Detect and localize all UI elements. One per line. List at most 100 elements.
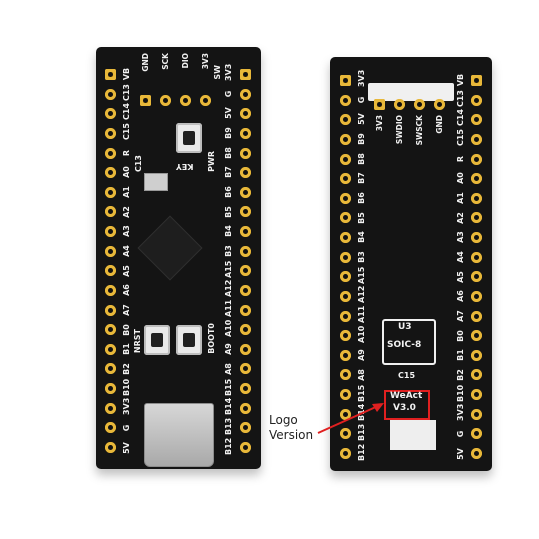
front-left-pin (105, 441, 116, 453)
pin-label: A0 (122, 166, 131, 179)
swd-label: GND (141, 53, 150, 72)
pin-label: A8 (357, 369, 366, 381)
pin-label: A1 (456, 192, 465, 204)
usb-c-connector (144, 403, 214, 467)
swd-label: 3V3 (201, 53, 210, 70)
swd-pin (414, 99, 425, 110)
front-swd-header: GND SCK DIO 3V3 (136, 51, 211, 109)
pin-label: A0 (456, 172, 465, 185)
nrst-label: NRST (133, 329, 142, 354)
pin-label: B13 (224, 417, 233, 436)
version-text: V3.0 (393, 403, 416, 413)
pin-label: B9 (357, 133, 366, 145)
back-right-pin (471, 94, 482, 106)
pin-label: B0 (122, 323, 131, 336)
swd-pin (394, 99, 405, 110)
pin-label: A10 (357, 325, 366, 343)
back-left-pin (340, 232, 351, 243)
pin-label: C15 (122, 123, 131, 141)
pin-label: A3 (122, 225, 131, 238)
front-left-pin (105, 304, 116, 316)
swd-label: SWDIO (395, 115, 404, 145)
front-right-pin (240, 186, 251, 198)
back-right-pin-header (471, 75, 482, 459)
back-left-pin (340, 153, 351, 165)
front-right-pin (240, 284, 251, 296)
back-left-pin (340, 428, 351, 440)
back-right-pin (471, 212, 482, 224)
pin-label: B0 (456, 329, 465, 342)
pin-label: B5 (224, 205, 233, 218)
pin-label: 3V3 (357, 69, 366, 87)
pin-label: A12 (357, 286, 366, 304)
key-label: KEY (176, 162, 194, 171)
back-right-pin (471, 271, 482, 283)
back-left-pin (340, 114, 351, 126)
back-right-pin (471, 330, 482, 342)
back-right-pin (471, 251, 482, 263)
back-right-pin (471, 389, 482, 400)
back-swd-silkscreen-box (368, 83, 454, 101)
front-left-pin (105, 343, 116, 355)
annotation-logo: Logo (269, 413, 298, 427)
pin-label: B8 (224, 146, 233, 159)
swd-label: SCK (161, 53, 170, 70)
pin-label: B15 (357, 384, 366, 402)
back-left-pin (340, 271, 351, 283)
front-left-pin (105, 265, 116, 277)
pin-label: A5 (456, 270, 465, 283)
cap-label: C15 (398, 371, 416, 380)
back-left-pin (340, 290, 351, 302)
front-right-pin (240, 343, 251, 355)
pin-label: B14 (357, 404, 366, 422)
pin-label: B4 (357, 231, 366, 244)
swd-label: DIO (181, 53, 190, 69)
pin-label: B14 (224, 398, 233, 416)
front-right-pin (240, 69, 251, 80)
front-right-pin (240, 363, 251, 375)
pin-label: A7 (122, 304, 131, 316)
back-left-pin (340, 408, 351, 420)
pin-label: VB (122, 67, 131, 81)
swd-label: SWSCK (415, 115, 424, 146)
back-left-pin (340, 133, 351, 145)
back-left-pin (340, 447, 351, 459)
pin-label: 5V (357, 113, 366, 126)
pin-label: B12 (357, 443, 366, 461)
back-right-pin (471, 173, 482, 185)
pin-label: 5V (122, 441, 131, 454)
pin-label: A11 (357, 305, 366, 324)
pin-label: A3 (456, 231, 465, 244)
pin-label: A15 (357, 266, 366, 284)
pwr-key-button[interactable] (176, 123, 202, 153)
boot0-button[interactable] (176, 325, 202, 355)
back-right-pin (471, 310, 482, 322)
front-right-pin (240, 422, 251, 434)
back-right-pin (471, 349, 482, 361)
front-right-pin (240, 127, 251, 139)
pin-label: VB (456, 73, 465, 87)
back-right-pin (471, 428, 482, 440)
pin-label: A7 (456, 310, 465, 322)
pin-label: A8 (224, 363, 233, 375)
pin-label: B7 (224, 166, 233, 179)
pin-label: 5V (224, 107, 233, 120)
pin-label: 5V (456, 447, 465, 460)
pin-label: C14 (456, 109, 465, 127)
pin-label: 3V3 (122, 398, 131, 416)
pin-label: A10 (224, 319, 233, 337)
pin-label: B2 (122, 363, 131, 375)
pin-label: C13 (122, 83, 131, 101)
back-right-pin (471, 192, 482, 204)
back-right-pin (471, 75, 482, 86)
front-right-pin (240, 88, 251, 100)
front-right-pin (240, 265, 251, 277)
c13-label: C13 (134, 155, 143, 173)
swd-pin (434, 99, 445, 110)
nrst-button[interactable] (144, 325, 170, 355)
pin-label: G (224, 90, 233, 97)
pwr-label: PWR (207, 151, 216, 172)
